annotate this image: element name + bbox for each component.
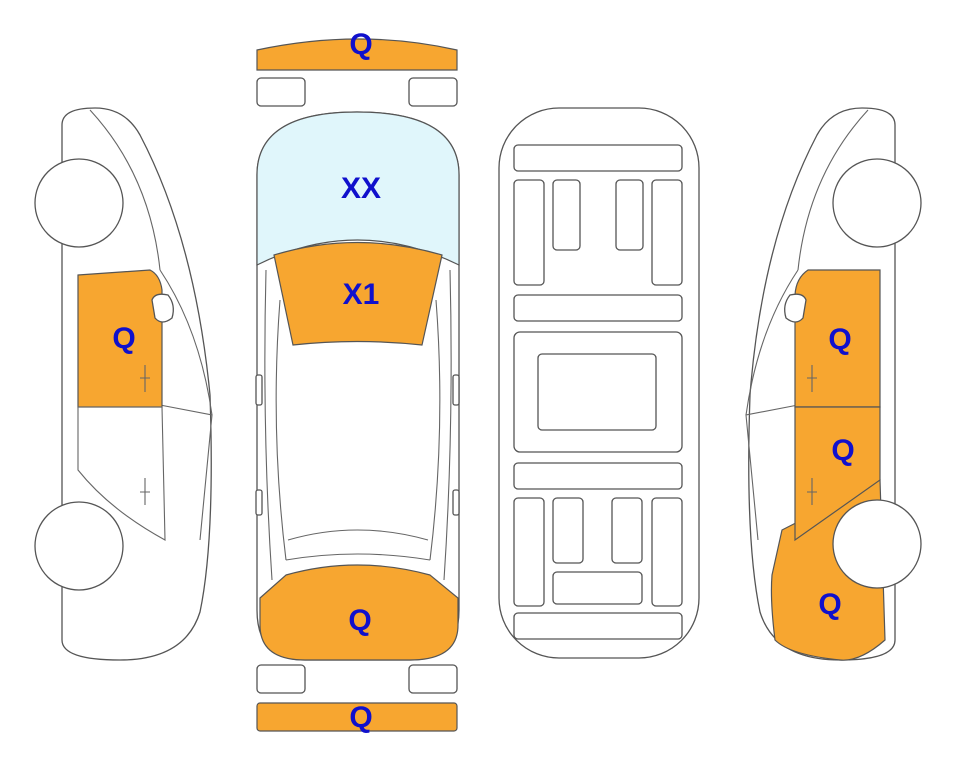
right-front-door-label: Q (828, 323, 851, 356)
right-mirror-shape (784, 293, 807, 323)
under-crossbar-1 (513, 294, 683, 322)
top-left-side-line (264, 269, 273, 581)
right-rear-wheel (832, 499, 922, 589)
left-mirror-shape (151, 293, 174, 323)
left-rear-wheel (34, 501, 124, 591)
right-side-window-line (745, 269, 799, 416)
rear-right-taillight (408, 664, 458, 694)
under-front-rail-left (513, 179, 545, 286)
right-side-hood-line (797, 109, 869, 271)
trunk-panel[interactable] (259, 564, 459, 661)
front-left-headlight (256, 77, 306, 107)
right-rear-door-label: Q (831, 434, 854, 467)
right-rear-door-panel[interactable] (794, 406, 881, 542)
windshield-panel[interactable] (256, 111, 460, 266)
right-side-view: Q Q Q (745, 107, 922, 661)
under-center-box (537, 353, 657, 431)
left-front-door-panel[interactable] (77, 269, 163, 408)
under-front-bar (513, 144, 683, 172)
left-side-hood-line (89, 109, 161, 271)
left-side-pillar (159, 404, 213, 541)
top-right-side-line (443, 269, 452, 581)
under-rear-box-left (552, 497, 584, 564)
front-right-headlight (408, 77, 458, 107)
rear-window-line (285, 553, 431, 561)
rear-bumper-label: Q (349, 701, 372, 734)
under-rear-rail-right (651, 497, 683, 607)
left-door-handle-front (140, 365, 150, 392)
top-right-inner-line (429, 299, 441, 561)
under-rear-bar (513, 612, 683, 640)
rear-bumper-group: Q (256, 664, 458, 734)
trunk-label: Q (348, 604, 371, 637)
right-rear-quarter-label: Q (818, 588, 841, 621)
left-front-wheel (34, 158, 124, 248)
right-door-handle-front (807, 365, 817, 392)
left-rear-door (77, 406, 166, 541)
front-bumper-label: Q (349, 28, 372, 61)
roof-rear-line (287, 529, 429, 541)
left-side-view: Q (34, 107, 213, 661)
hood-panel[interactable] (273, 241, 443, 346)
right-side-pillar (745, 404, 799, 541)
under-crossbar-2 (513, 462, 683, 490)
right-rear-handle (452, 489, 460, 516)
top-left-inner-line (275, 299, 287, 561)
rear-left-taillight (256, 664, 306, 694)
under-front-box-left (552, 179, 581, 251)
windshield-label: XX (341, 172, 381, 205)
under-rear-box-right (611, 497, 643, 564)
left-rear-handle (255, 489, 263, 516)
left-mirror (255, 374, 263, 406)
top-view-car: XX X1 Q (255, 111, 460, 661)
right-front-wheel (832, 158, 922, 248)
under-front-rail-right (651, 179, 683, 286)
right-front-door-panel[interactable] (794, 269, 881, 408)
front-bumper-group: Q (256, 28, 458, 107)
left-front-door-label: Q (112, 322, 135, 355)
hood-label: X1 (343, 278, 380, 311)
rear-bumper-panel[interactable] (256, 702, 458, 732)
right-mirror (452, 374, 460, 406)
right-door-handle-rear (807, 478, 817, 505)
left-side-window-line (159, 269, 213, 416)
front-bumper-panel[interactable] (256, 38, 458, 71)
under-rear-box-center (552, 571, 643, 605)
undercarriage (498, 107, 700, 659)
under-front-box-right (615, 179, 644, 251)
under-rear-rail-left (513, 497, 545, 607)
left-door-handle-rear (140, 478, 150, 505)
